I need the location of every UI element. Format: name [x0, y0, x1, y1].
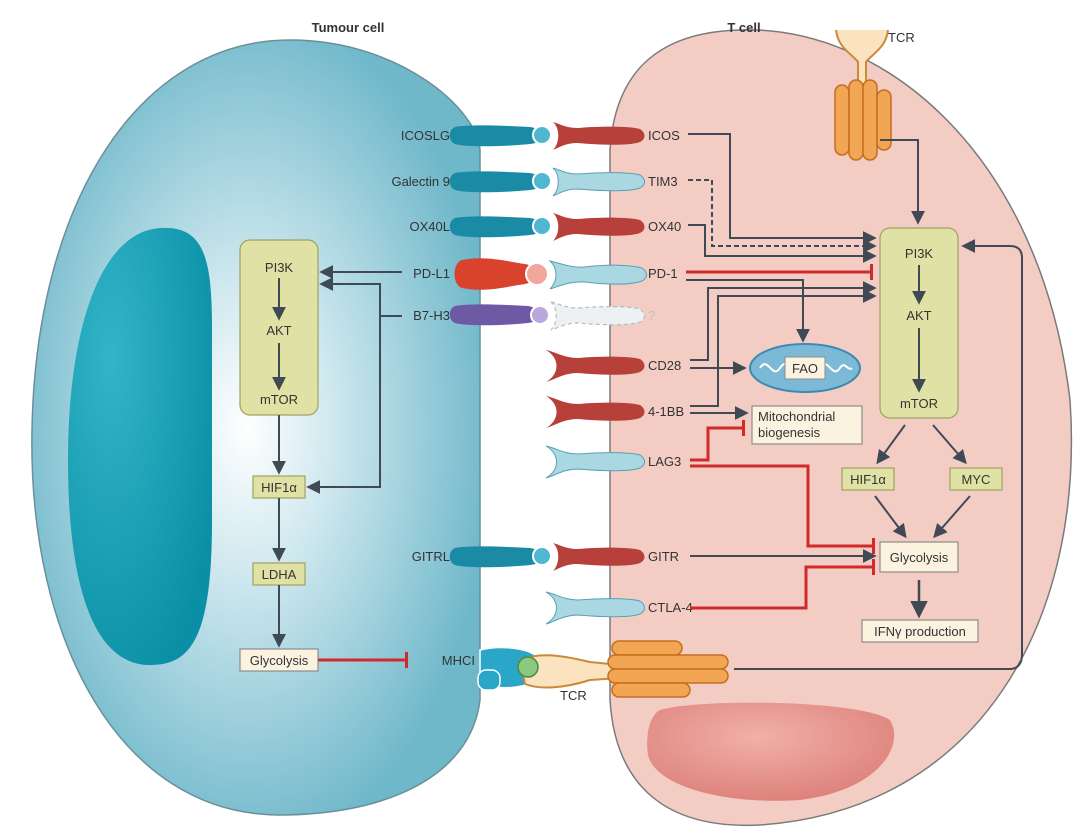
tcr-top-label: TCR: [888, 30, 915, 45]
tcell-hif1a-label: HIF1α: [850, 472, 886, 487]
gitrl-gitr-pair: [449, 543, 645, 571]
mhci-tcr-complex: [477, 640, 729, 698]
fao-label: FAO: [792, 361, 818, 376]
galectin9-tim3-pair: [449, 167, 645, 197]
gitr-label: GITR: [648, 549, 679, 564]
tcell-pi3k-akt-mtor-box: [879, 227, 959, 419]
t-cell-nucleus: [647, 702, 895, 801]
tcell-glycolysis-label: Glycolysis: [890, 550, 949, 565]
mhci-label: MHCI: [442, 653, 475, 668]
unknown-receptor-label: ?: [648, 308, 655, 323]
mito-biogenesis-line2: biogenesis: [758, 425, 821, 440]
tcell-pi3k-label: PI3K: [905, 246, 934, 261]
tcell-glycolysis-box: [879, 541, 959, 573]
mitochondrion-fao: FAO: [749, 343, 861, 393]
tcell-myc-label: MYC: [962, 472, 991, 487]
tumour-mtor-label: mTOR: [260, 392, 298, 407]
tumour-glycolysis-label: Glycolysis: [250, 653, 309, 668]
tcell-myc-box: [949, 467, 1003, 491]
icoslg-label: ICOSLG: [401, 128, 450, 143]
tcell-akt-label: AKT: [906, 308, 931, 323]
ox40l-ox40-pair: [449, 213, 645, 241]
lag3-receptor: [545, 445, 645, 479]
ox40-label: OX40: [648, 219, 681, 234]
tumour-nucleus: [68, 227, 212, 665]
tcr-top-complex: TCR: [834, 29, 915, 161]
tumour-hif1a-label: HIF1α: [261, 480, 297, 495]
mito-biogenesis-line1: Mitochondrial: [758, 409, 835, 424]
icoslg-icos-pair: [449, 122, 645, 150]
mitochondrial-biogenesis-box: [751, 405, 863, 445]
pd1-label: PD-1: [648, 266, 678, 281]
cd28-label: CD28: [648, 358, 681, 373]
tumour-akt-label: AKT: [266, 323, 291, 338]
pdl1-pd1-pair: [454, 258, 647, 290]
b7h3-label: B7-H3: [413, 308, 450, 323]
t-cell-header: T cell: [727, 20, 760, 35]
tcr-bottom-label: TCR: [560, 688, 587, 703]
ctla4-receptor: [545, 591, 645, 625]
ox40l-label: OX40L: [410, 219, 450, 234]
tumour-cell-header: Tumour cell: [312, 20, 385, 35]
b7h3-unknown-pair: [449, 301, 646, 331]
tumour-pi3k-label: PI3K: [265, 260, 294, 275]
4-1bb-label: 4-1BB: [648, 404, 684, 419]
icos-label: ICOS: [648, 128, 680, 143]
cd28-receptor: [546, 350, 645, 382]
pdl1-label: PD-L1: [413, 266, 450, 281]
tcell-mtor-label: mTOR: [900, 396, 938, 411]
ifng-production-box: [861, 619, 979, 643]
tim3-label: TIM3: [648, 174, 678, 189]
galectin9-label: Galectin 9: [391, 174, 450, 189]
tumour-ldha-label: LDHA: [262, 567, 297, 582]
gitrl-label: GITRL: [412, 549, 450, 564]
lag3-label: LAG3: [648, 454, 681, 469]
4-1bb-receptor: [546, 396, 645, 428]
ctla4-label: CTLA-4: [648, 600, 693, 615]
tcell-hif1a-box: [841, 467, 895, 491]
ifng-production-label: IFNγ production: [874, 624, 966, 639]
